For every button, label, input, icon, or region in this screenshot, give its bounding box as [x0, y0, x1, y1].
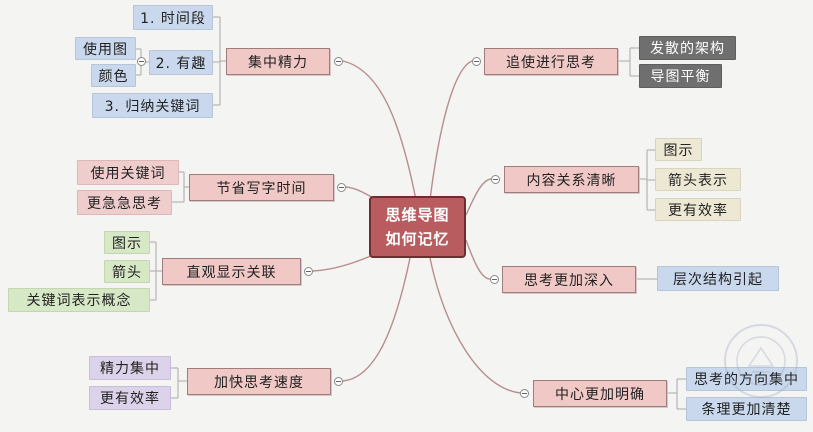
link-root-speed	[342, 257, 411, 382]
center-item-organized[interactable]: 条理更加清楚	[686, 397, 807, 421]
topic-speed-thinking[interactable]: 加快思考速度	[187, 368, 331, 395]
force-item-balance[interactable]: 导图平衡	[639, 64, 722, 88]
bracket-save-time	[172, 171, 189, 203]
deeper-item-hierarchy[interactable]: 层次结构引起	[657, 266, 779, 291]
seal-watermark-icon	[724, 324, 798, 398]
force-item-divergent[interactable]: 发散的架构	[639, 36, 736, 60]
topic-save-writing-time[interactable]: 节省写字时间	[189, 174, 334, 201]
focus-item-fun[interactable]: 2. 有趣	[149, 50, 213, 75]
bracket-speed	[171, 367, 187, 399]
collapse-toggle-center[interactable]	[520, 389, 529, 398]
intuitive-item-arrow[interactable]: 箭头	[104, 260, 150, 283]
collapse-toggle-save-time[interactable]	[337, 183, 346, 192]
topic-clearer-center[interactable]: 中心更加明确	[533, 380, 667, 407]
bracket-clear	[639, 149, 655, 211]
speed-item-efficiency[interactable]: 更有效率	[89, 386, 171, 410]
topic-focus[interactable]: 集中精力	[226, 48, 330, 75]
topic-intuitive-links[interactable]: 直观显示关联	[162, 258, 301, 285]
link-root-deeper	[465, 239, 491, 280]
focus-item-time[interactable]: 1. 时间段	[133, 5, 213, 30]
collapse-toggle-focus[interactable]	[334, 57, 343, 66]
collapse-toggle-intuitive[interactable]	[304, 267, 313, 276]
save-time-item-think[interactable]: 更急急思考	[77, 190, 172, 215]
topic-clear-relations[interactable]: 内容关系清晰	[504, 166, 639, 193]
link-root-focus	[342, 60, 417, 201]
root-line-1: 思维导图	[385, 206, 450, 224]
collapse-toggle-speed[interactable]	[334, 377, 343, 386]
topic-deeper-thinking[interactable]: 思考更加深入	[502, 266, 636, 293]
bracket-force-think	[618, 47, 639, 77]
root-line-2: 如何记忆	[385, 230, 450, 248]
bracket-center	[667, 378, 686, 410]
bracket-focus	[213, 16, 226, 106]
fun-sub-use-image[interactable]: 使用图	[75, 37, 136, 60]
clear-item-diagram[interactable]: 图示	[655, 138, 702, 161]
collapse-toggle-clear[interactable]	[491, 175, 500, 184]
intuitive-item-diagram[interactable]: 图示	[104, 231, 150, 254]
topic-force-thinking[interactable]: 追使进行思考	[484, 48, 618, 75]
center-item-direction[interactable]: 思考的方向集中	[686, 367, 807, 391]
collapse-toggle-force-think[interactable]	[472, 57, 481, 66]
focus-item-keywords[interactable]: 3. 归纳关键词	[92, 93, 213, 118]
intuitive-item-keyword-concept[interactable]: 关键词表示概念	[8, 288, 150, 312]
bracket-intuitive	[150, 241, 162, 301]
clear-item-arrow[interactable]: 箭头表示	[655, 168, 741, 191]
link-root-force-think	[429, 60, 473, 201]
link-root-center	[429, 257, 521, 394]
fun-sub-color[interactable]: 颜色	[91, 64, 136, 87]
root-topic[interactable]: 思维导图 如何记忆	[369, 196, 466, 258]
speed-item-focus[interactable]: 精力集中	[89, 356, 171, 380]
clear-item-efficiency[interactable]: 更有效率	[655, 198, 741, 221]
save-time-item-keywords[interactable]: 使用关键词	[77, 160, 179, 185]
collapse-toggle-fun[interactable]	[137, 57, 146, 66]
link-root-clear	[465, 178, 492, 216]
collapse-toggle-deeper[interactable]	[490, 275, 499, 284]
